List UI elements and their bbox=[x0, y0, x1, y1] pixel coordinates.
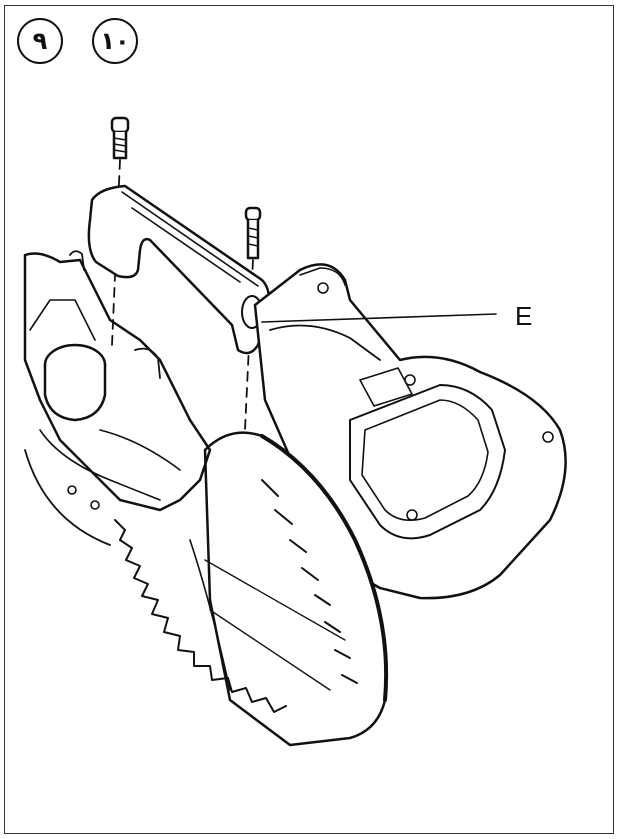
step-badge-10: ١٠ bbox=[92, 18, 138, 64]
carrying-handle bbox=[87, 184, 271, 355]
callout-label-e: E bbox=[515, 301, 533, 331]
saw-blade-teeth bbox=[114, 519, 287, 713]
blade-guard bbox=[189, 431, 389, 747]
lock-knob bbox=[43, 343, 107, 422]
screw-2 bbox=[244, 206, 262, 260]
step-badge-10-label: ١٠ bbox=[100, 27, 130, 55]
illustration-frame bbox=[4, 5, 614, 834]
callout-leader-line bbox=[261, 313, 497, 323]
step-badge-9-label: ٩ bbox=[32, 27, 48, 55]
screw-1 bbox=[110, 116, 130, 160]
step-badge-9: ٩ bbox=[17, 18, 63, 64]
saw-arm bbox=[23, 250, 212, 546]
